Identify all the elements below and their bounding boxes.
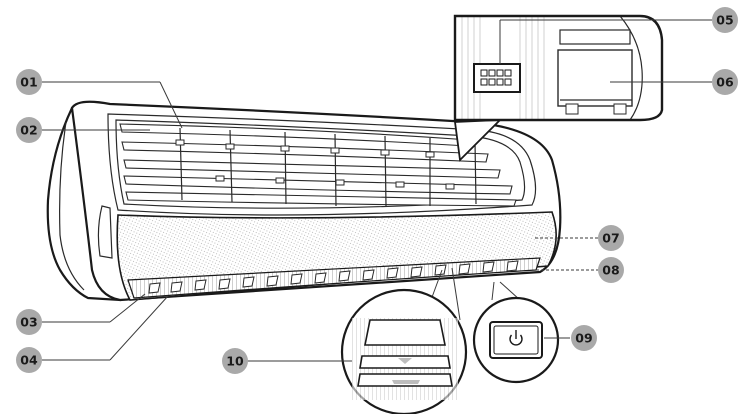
callout-01: 01 [16,69,42,95]
display-strip [127,257,541,299]
louvers [119,123,517,207]
pcb-cover [557,49,633,107]
callout-02: 02 [16,117,42,143]
callout-07: 07 [598,225,624,251]
svg-text:05: 05 [716,13,733,28]
inset-frame [453,14,664,122]
leader-lines [42,19,712,362]
svg-text:09: 09 [575,331,592,346]
callout-08: 08 [598,257,624,283]
svg-text:03: 03 [20,315,37,330]
callout-04: 04 [16,347,42,373]
svg-text:04: 04 [20,353,38,368]
terminal-block-icon [473,63,521,93]
air-outlet [107,113,537,216]
callout-06: 06 [712,69,738,95]
callout-09: 09 [571,325,597,351]
callout-03: 03 [16,309,42,335]
power-button[interactable] [489,321,543,359]
callout-05: 05 [712,7,738,33]
power-icon [509,330,523,346]
terminal-inset [453,14,664,162]
power-magnifier [472,281,560,384]
svg-text:06: 06 [716,75,734,90]
svg-text:02: 02 [20,123,37,138]
svg-text:01: 01 [20,75,37,90]
svg-text:08: 08 [602,263,619,278]
svg-text:07: 07 [602,231,619,246]
slot-magnifier [340,267,468,414]
svg-text:10: 10 [226,354,244,369]
callout-10: 10 [222,348,248,374]
